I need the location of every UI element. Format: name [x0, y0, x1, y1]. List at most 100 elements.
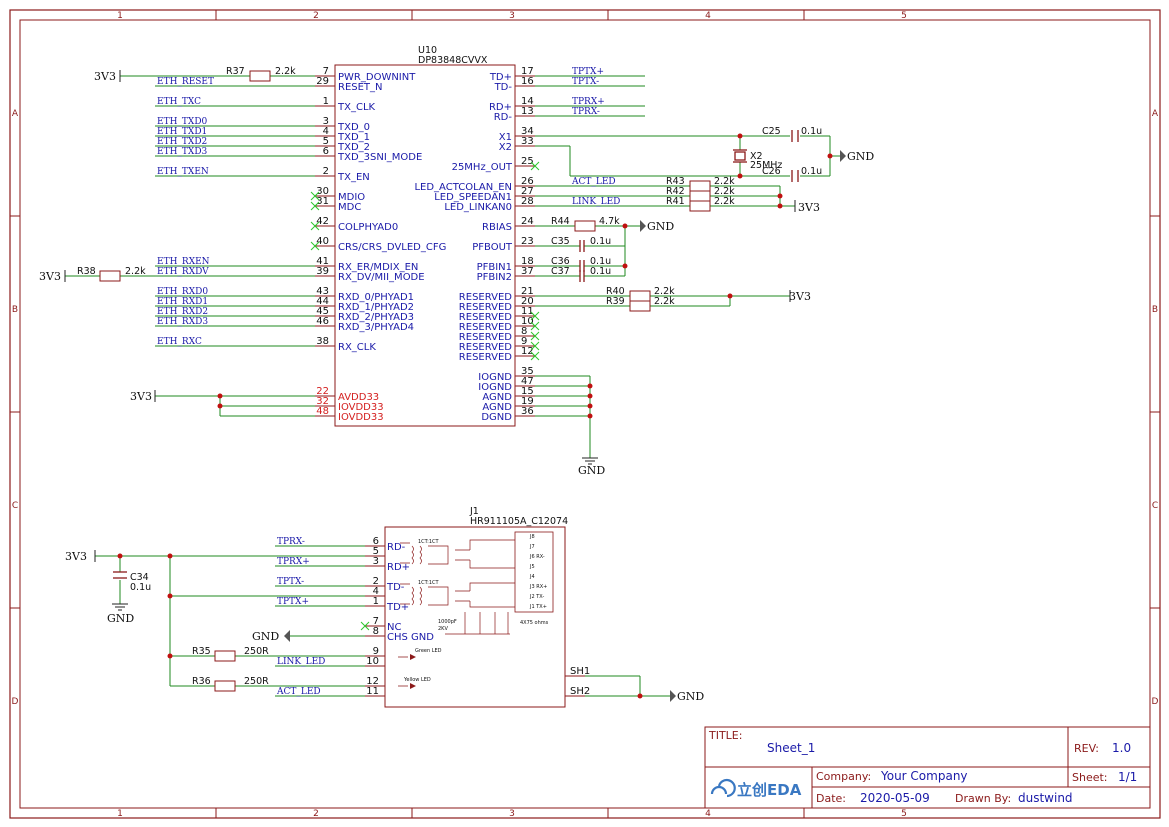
pin-number: 26 [521, 176, 534, 187]
pin-number: 7 [373, 616, 379, 627]
pin-number: 38 [316, 336, 329, 347]
pin-label: RD- [494, 112, 513, 123]
no-connect-x [360, 621, 370, 631]
c25-ref: C25 [762, 126, 781, 137]
pin-number: 43 [316, 286, 329, 297]
pin-number: 33 [521, 136, 534, 147]
jack-label: J8 [529, 534, 535, 540]
pin-number: 2 [373, 576, 379, 587]
net-eth-rxd3: ETH_RXD3 [157, 317, 208, 327]
pin-label: MDC [338, 202, 361, 213]
u10-pin-1: 1TX_CLK [315, 96, 376, 113]
no-connect-x [530, 321, 540, 331]
pin-label: RXD_3/PHYAD4 [338, 322, 414, 333]
net-tprx-p: TPRX+ [572, 97, 605, 107]
pin-number: 10 [521, 316, 534, 327]
net-eth-txc: ETH_TXC [157, 97, 201, 107]
drawn-label: Drawn By: [955, 792, 1011, 805]
u10-ref: U10 [418, 45, 437, 56]
pin-number: 1 [373, 596, 379, 607]
r41-ref: R41 [666, 196, 685, 207]
pin-number: 13 [521, 106, 534, 117]
v33-symbol-avdd: 3V3 [130, 390, 152, 403]
jack-label: J2 TX- [529, 594, 544, 600]
pin-number: 11 [366, 686, 379, 697]
ruler-row-left: D [12, 697, 19, 707]
c34-value: 0.1u [130, 582, 151, 593]
pin-label: PFBIN1 [477, 262, 512, 273]
date-value: 2020-05-09 [860, 791, 930, 805]
u10-pin-2: 2TX_EN [315, 166, 370, 183]
j1-net-tprx-p: TPRX+ [277, 557, 310, 567]
pin-label: TD- [494, 82, 513, 93]
net-link-led: LINK_LED [572, 197, 620, 207]
pin-number: 12 [366, 676, 379, 687]
pin-number: 3 [373, 556, 379, 567]
u10-resistors: R37 2.2k R38 2.2k R43 R42 R41 2.2k 2.2k … [77, 66, 735, 312]
lcsc-logo-icon [710, 778, 736, 798]
pin-label: NC [387, 622, 401, 633]
ruler-row-right: C [1152, 501, 1158, 511]
pin-label: RXD_1/PHYAD2 [338, 302, 414, 313]
net-eth-rxdv: ETH_RXDV [157, 267, 209, 277]
pin-label: RX_ER/MDIX_EN [338, 262, 418, 273]
r37-body [249, 70, 271, 82]
ruler-col-top: 3 [509, 11, 515, 21]
pin-label: MDIO [338, 192, 365, 203]
pin-number: 35 [521, 366, 534, 377]
jack-label: J6 RX- [529, 554, 545, 560]
pin-label: PFBOUT [472, 242, 513, 253]
green-led-label: Green LED [415, 648, 442, 654]
ruler-col-top: 5 [901, 11, 907, 21]
gnd-symbol-rbias: GND [647, 220, 674, 233]
r36-ref: R36 [192, 676, 211, 687]
u10-capacitor-labels: C25 0.1u C26 0.1u X2 25MHz C35 0.1u C36 … [551, 126, 822, 277]
pin-number: 18 [521, 256, 534, 267]
r43-body [689, 180, 711, 192]
j1-parts: R35 250R R36 250R C34 0.1u [113, 571, 269, 692]
no-connect-x [530, 351, 540, 361]
pin-label: IOGND [478, 372, 512, 383]
pin-label: TXD_3SNI_MODE [337, 152, 422, 163]
ratio-top: 1CT:1CT [418, 539, 440, 545]
pin-label: RESET_N [338, 82, 383, 93]
pin-number: SH2 [570, 686, 590, 697]
pin-number: 41 [316, 256, 329, 267]
v33-symbol-r38: 3V3 [39, 270, 61, 283]
ruler-col-bottom: 2 [313, 809, 319, 819]
pin-label: RESERVED [459, 292, 512, 303]
pin-label: RXD_2/PHYAD3 [338, 312, 414, 323]
pin-label: DGND [481, 412, 512, 423]
j1-pin-2: 2TD- [365, 576, 405, 593]
pin-number: 7 [323, 66, 329, 77]
j1-pin-10: 10 [365, 656, 385, 667]
company-label: Company: [816, 770, 871, 783]
drawn-value: dustwind [1018, 791, 1073, 805]
r42-value: 2.2k [714, 186, 735, 197]
pin-number: 40 [316, 236, 329, 247]
pin-label: IOVDD33 [338, 402, 384, 413]
pin-number: 9 [373, 646, 379, 657]
pin-number: 46 [316, 316, 329, 327]
net-eth-rxd0: ETH_RXD0 [157, 287, 208, 297]
